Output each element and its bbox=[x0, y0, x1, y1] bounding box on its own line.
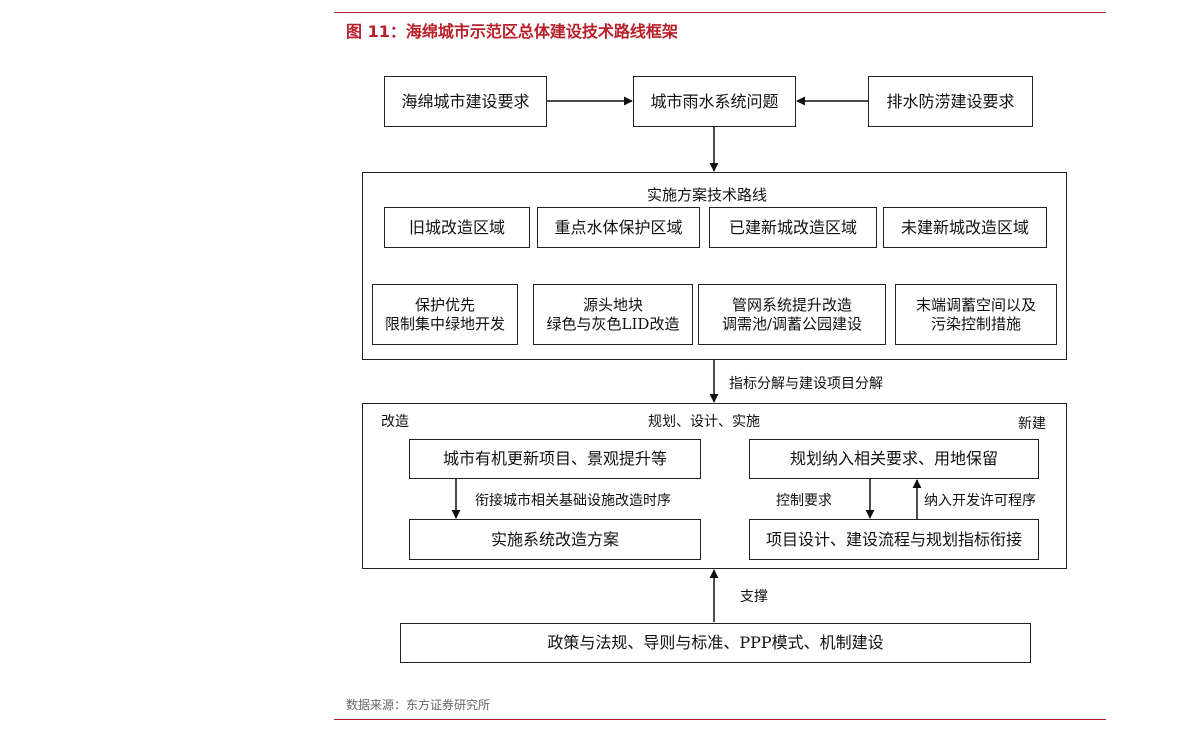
measure-line: 源头地块 bbox=[582, 295, 643, 314]
measure-line: 限制集中绿地开发 bbox=[384, 314, 505, 333]
top-rule bbox=[334, 12, 1106, 13]
bottom-rule bbox=[334, 719, 1106, 720]
implementation-frame bbox=[362, 403, 1067, 569]
control-requirements-label: 控制要求 bbox=[776, 493, 832, 509]
policy-box: 政策与法规、导则与标准、PPP模式、机制建设 bbox=[400, 623, 1031, 663]
drainage-requirements-box: 排水防涝建设要求 bbox=[868, 76, 1033, 127]
support-label: 支撑 bbox=[740, 589, 768, 605]
plan-title: 实施方案技术路线 bbox=[647, 186, 768, 204]
measure-line: 污染控制措施 bbox=[930, 314, 1021, 333]
planning-requirements-box: 规划纳入相关要求、用地保留 bbox=[749, 439, 1039, 479]
indicator-decomposition-label: 指标分解与建设项目分解 bbox=[729, 376, 883, 392]
area-old-city: 旧城改造区域 bbox=[384, 207, 530, 248]
project-design-box: 项目设计、建设流程与规划指标衔接 bbox=[749, 519, 1039, 560]
area-built-new-city: 已建新城改造区域 bbox=[709, 207, 877, 248]
new-construction-label: 新建 bbox=[1018, 416, 1046, 432]
area-water-protection: 重点水体保护区域 bbox=[537, 207, 700, 248]
measure-pipe-network: 管网系统提升改造 调需池/调蓄公园建设 bbox=[698, 284, 886, 345]
system-renovation-box: 实施系统改造方案 bbox=[409, 519, 701, 560]
sponge-city-requirements-box: 海绵城市建设要求 bbox=[384, 76, 547, 127]
planning-design-implementation-label: 规划、设计、实施 bbox=[648, 414, 760, 430]
measure-line: 管网系统提升改造 bbox=[731, 295, 852, 314]
rainwater-problems-box: 城市雨水系统问题 bbox=[633, 76, 796, 127]
plan-frame bbox=[362, 172, 1067, 360]
figure-title: 图 11：海绵城市示范区总体建设技术路线框架 bbox=[346, 22, 678, 41]
renovation-label: 改造 bbox=[381, 414, 409, 430]
measure-protect-first: 保护优先 限制集中绿地开发 bbox=[372, 284, 518, 345]
measure-line: 调需池/调蓄公园建设 bbox=[721, 314, 863, 333]
permit-procedure-label: 纳入开发许可程序 bbox=[924, 493, 1036, 509]
source-note: 数据来源：东方证券研究所 bbox=[346, 698, 491, 712]
measure-line: 保护优先 bbox=[414, 295, 475, 314]
measure-line: 末端调蓄空间以及 bbox=[915, 295, 1036, 314]
measure-line: 绿色与灰色LID改造 bbox=[546, 314, 680, 333]
renewal-sequence-label: 衔接城市相关基础设施改造时序 bbox=[475, 493, 671, 509]
measure-source-lid: 源头地块 绿色与灰色LID改造 bbox=[533, 284, 693, 345]
measure-end-storage: 末端调蓄空间以及 污染控制措施 bbox=[895, 284, 1057, 345]
urban-renewal-box: 城市有机更新项目、景观提升等 bbox=[409, 439, 701, 479]
area-unbuilt-new-city: 未建新城改造区域 bbox=[883, 207, 1047, 248]
